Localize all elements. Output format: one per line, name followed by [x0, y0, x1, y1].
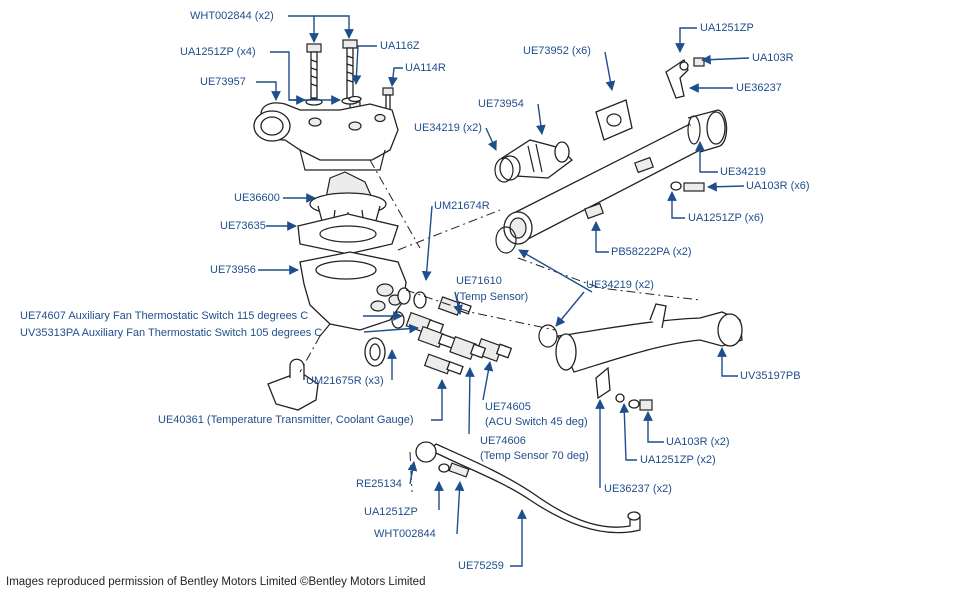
switch-uv35313pa: [417, 325, 457, 349]
label-ue73635: UE73635: [220, 220, 266, 232]
outlet-elbow: [267, 358, 319, 411]
hose-clip: [494, 157, 514, 183]
bolt-wht002844-right: [342, 39, 358, 99]
label-ue71610: UE71610: [456, 275, 502, 287]
label-ue36237-top: UE36237: [736, 82, 782, 94]
coolant-rail-pipe: [503, 99, 728, 245]
bracket-ue36237-lower: [595, 366, 653, 411]
label-ue74606: UE74606: [480, 435, 526, 447]
label-ue74607: UE74607 Auxiliary Fan Thermostatic Switc…: [20, 310, 309, 322]
label-ue71610-desc: (Temp Sensor): [456, 291, 529, 303]
label-ue74606-desc: (Temp Sensor 70 deg): [480, 450, 589, 462]
label-wht002844-bottom: WHT002844: [374, 528, 436, 540]
hose-clip: [687, 115, 701, 145]
thermostat-elbow: [299, 251, 407, 337]
bolt-wht002844-left: [306, 43, 322, 99]
copyright-credit: Images reproduced permission of Bentley …: [6, 576, 426, 588]
label-ue74605: UE74605: [485, 401, 531, 413]
gasket: [297, 213, 399, 255]
label-ue34219-x2-mid: UE34219 (x2): [586, 279, 654, 291]
label-ue40361: UE40361 (Temperature Transmitter, Coolan…: [158, 414, 414, 426]
label-ue75259: UE75259: [458, 560, 504, 572]
washer: [391, 311, 405, 329]
label-ue73954: UE73954: [478, 98, 524, 110]
hose-clip: [538, 324, 558, 348]
label-ua114r: UA114R: [405, 62, 446, 74]
label-um21675r: UM21675R (x3): [306, 375, 384, 387]
hose-ue73954: [499, 139, 573, 181]
leader-arrows: [256, 15, 750, 567]
label-um21674r: UM21674R: [434, 200, 490, 212]
hose-uv35197pb: [555, 303, 743, 373]
label-re25134: RE25134: [356, 478, 402, 490]
bolt-ua103r: [683, 182, 705, 192]
label-ua103r-top: UA103R: [752, 52, 794, 64]
label-ue73957: UE73957: [200, 76, 246, 88]
washer: [397, 287, 411, 305]
washer: [348, 95, 362, 103]
label-ua1251zp-bottom: UA1251ZP: [364, 506, 418, 518]
thermostat-housing: [253, 102, 399, 171]
pipe-ue75259: [415, 441, 641, 534]
label-ue36600: UE36600: [234, 192, 280, 204]
label-ue36237-x2: UE36237 (x2): [604, 483, 672, 495]
label-ue73956: UE73956: [210, 264, 256, 276]
drawing-layer: [253, 39, 743, 534]
washer: [413, 291, 427, 309]
label-wht002844-x2: WHT002844 (x2): [190, 10, 274, 22]
label-uv35197pb: UV35197PB: [740, 370, 801, 382]
label-ua103r-x6: UA103R (x6): [746, 180, 810, 192]
washer: [670, 181, 682, 191]
sensor-ue74606: [449, 335, 487, 361]
label-ua1251zp-top: UA1251ZP: [700, 22, 754, 34]
label-pb58222pa-x2: PB58222PA (x2): [611, 246, 692, 258]
label-ua116z: UA116Z: [380, 40, 420, 52]
transmitter-ue40361: [423, 353, 464, 375]
label-ue74605-desc: (ACU Switch 45 deg): [485, 416, 588, 428]
label-ue34219-x2-top: UE34219 (x2): [414, 122, 482, 134]
label-ua103r-x2: UA103R (x2): [666, 436, 730, 448]
label-ua1251zp-x4: UA1251ZP (x4): [180, 46, 256, 58]
gasket-um21675r: [364, 337, 386, 367]
label-ua1251zp-x2: UA1251ZP (x2): [640, 454, 716, 466]
bracket-ue36237-top: [665, 57, 705, 99]
label-ue34219: UE34219: [720, 166, 766, 178]
label-ue73952-x6: UE73952 (x6): [523, 45, 591, 57]
hose-clip: [495, 226, 517, 254]
label-ua1251zp-x6: UA1251ZP (x6): [688, 212, 764, 224]
label-uv35313pa: UV35313PA Auxiliary Fan Thermostatic Swi…: [20, 327, 323, 339]
